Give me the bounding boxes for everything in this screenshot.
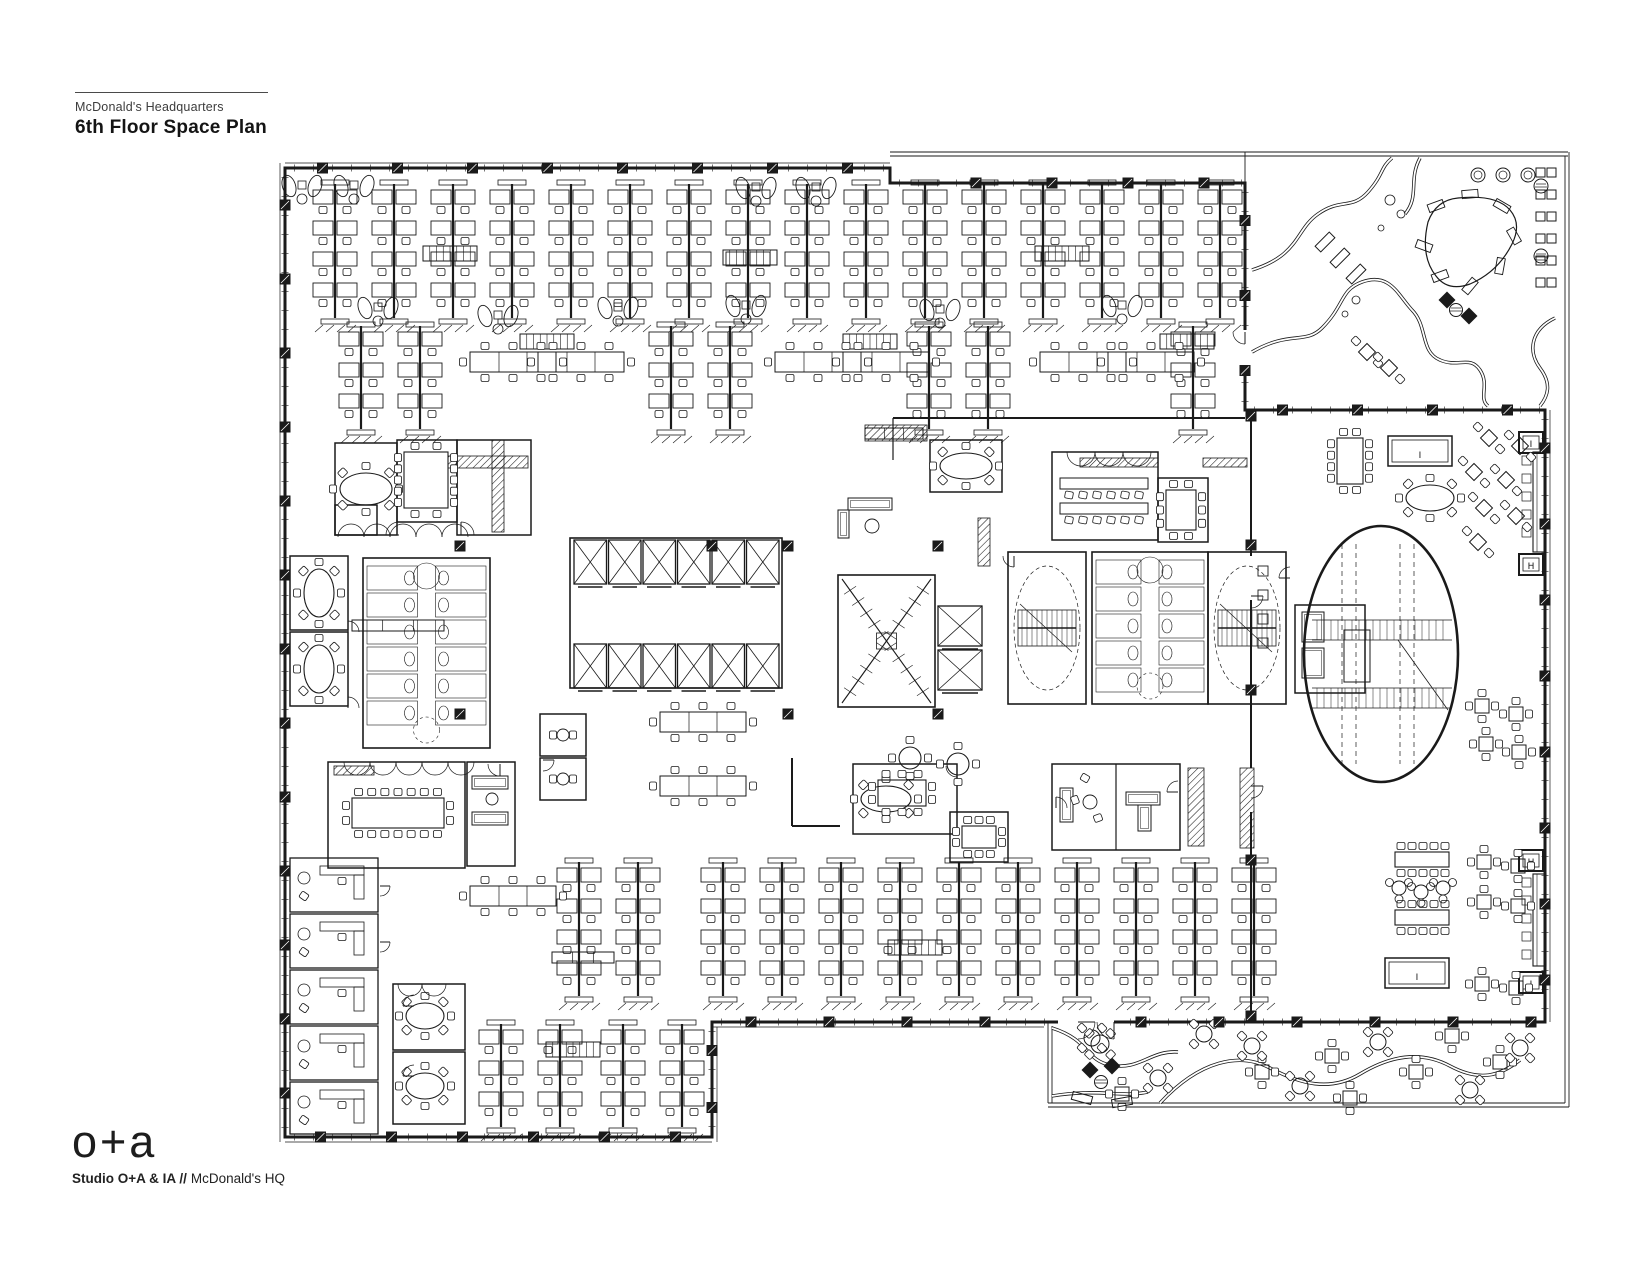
bench-tables xyxy=(351,342,1205,964)
header-rule xyxy=(75,92,268,93)
doors xyxy=(337,331,1291,1077)
lounge-pods xyxy=(281,174,1143,335)
svg-text:I: I xyxy=(1416,973,1419,983)
storage-lockers xyxy=(422,245,1215,1058)
conference-tables xyxy=(293,428,1465,1110)
desk-clusters xyxy=(312,179,1277,1142)
structural-columns xyxy=(279,162,1551,1143)
svg-text:I: I xyxy=(1530,440,1533,450)
wall-mullions xyxy=(281,164,1549,1141)
page-title: 6th Floor Space Plan xyxy=(75,117,267,138)
terrace-paths xyxy=(1051,156,1556,1105)
cafe-tables xyxy=(1076,335,1537,1115)
plan-footer: o+a Studio O+A & IA //McDonald's HQ xyxy=(72,1116,592,1187)
studio-oa-logo: o+a xyxy=(72,1116,158,1167)
stairwells xyxy=(1007,551,1287,705)
svg-text:I: I xyxy=(1419,451,1422,461)
svg-text:H: H xyxy=(1528,562,1535,572)
terrace-furniture xyxy=(1070,167,1557,1109)
restrooms xyxy=(362,551,1209,749)
millwork-hatch xyxy=(333,424,1255,849)
scissor-stair xyxy=(837,574,936,708)
credit-line: Studio O+A & IA //McDonald's HQ xyxy=(72,1171,592,1186)
oval-event-room xyxy=(1257,524,1460,784)
elevator-bank xyxy=(569,537,983,694)
building-shell xyxy=(279,151,1570,1143)
sofas xyxy=(471,497,1325,832)
project-name: McDonald's Headquarters xyxy=(75,100,224,114)
credit-studio: Studio O+A & IA // xyxy=(72,1171,187,1187)
plan-header: McDonald's Headquarters 6th Floor Space … xyxy=(75,92,495,139)
credit-client: McDonald's HQ xyxy=(190,1171,285,1187)
